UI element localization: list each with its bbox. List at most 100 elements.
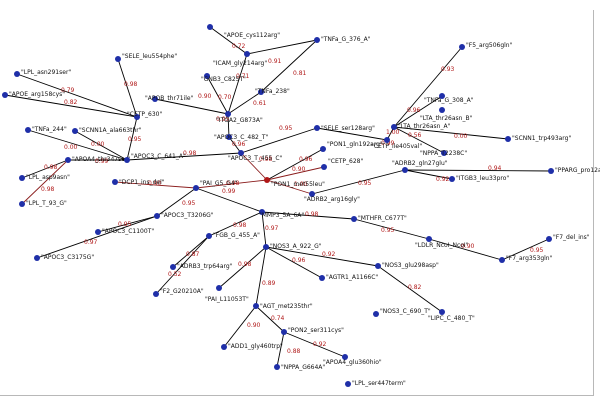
node-dot[interactable] [402,167,408,173]
node-dot[interactable] [19,201,25,207]
node-pai_g5g4[interactable]: "PAI_G5_G4" [193,180,238,191]
node-lta_thr[interactable]: "LTA_thr26asn_A" [391,123,451,130]
node-dot[interactable] [19,175,25,181]
node-dcp1[interactable]: "DCP1_ins_del" [112,179,165,186]
node-ldlr[interactable]: "LDLR_NcoI_NcoI" [415,236,469,249]
node-dot[interactable] [225,111,231,117]
node-cetp630[interactable]: "CETP_630" [127,111,162,120]
node-lpl_ser447[interactable]: "LPL_ser447term" [345,380,406,387]
node-apoc3_c3175[interactable]: "APOC3_C3175G" [34,254,94,261]
node-fgb[interactable]: "FGB_G_455_A" [206,232,260,239]
node-pon2[interactable]: "PON2_ser311cys" [281,327,344,335]
node-dot[interactable] [221,344,227,350]
node-dot[interactable] [505,136,511,142]
node-dot[interactable] [314,125,320,131]
node-dot[interactable] [499,257,505,263]
node-dot[interactable] [426,236,432,242]
node-dot[interactable] [216,285,222,291]
node-lpl_asp[interactable]: "LPL_asp9asn" [19,174,70,181]
node-dot[interactable] [351,216,357,222]
node-dot[interactable] [207,24,213,30]
node-dot[interactable] [314,37,320,43]
node-apoc3_c482[interactable]: "APOC3_C_482_T" [214,134,269,141]
node-sele_ser[interactable]: "SELE_ser128arg" [314,125,375,132]
node-tnfa244[interactable]: "TNFa_244" [25,126,67,133]
node-f7_del[interactable]: "F7_del_ins" [546,234,590,242]
node-apoa4_gln[interactable]: "APOA4_glu360hio" [323,354,382,366]
node-apoa4_thr[interactable]: "APOA4_thr347ser" [65,156,130,163]
node-dot[interactable] [319,275,325,281]
node-apoc3_c641[interactable]: "APOC3_C_641_A" [124,153,186,163]
node-agtr1[interactable]: "AGTR1_A1166C" [319,274,378,281]
node-lpl_asn[interactable]: "LPL_asn291ser" [14,69,71,77]
node-cetp_ile[interactable]: "CETP_ile405val" [371,137,422,150]
node-lipc[interactable]: "LIPC_C_480_T" [428,309,475,322]
node-dot[interactable] [124,157,130,163]
node-dot[interactable] [391,124,397,130]
node-dot[interactable] [274,364,280,370]
node-dot[interactable] [342,354,348,360]
node-dot[interactable] [170,264,176,270]
node-dot[interactable] [244,51,250,57]
node-lta_thr_b[interactable]: "LTA_thr26asn_B" [420,107,473,122]
node-dot[interactable] [384,137,390,143]
node-dot[interactable] [115,56,121,62]
node-dot[interactable] [258,89,264,95]
node-cetp628[interactable]: "CETP_628" [321,158,363,170]
node-scn1a_ala[interactable]: "SCNN1A_ala663thr" [72,127,142,134]
node-pparg[interactable]: "PPARG_pro12ala" [548,167,600,174]
node-dot[interactable] [25,127,31,133]
node-dot[interactable] [152,96,158,102]
node-mmp3[interactable]: "MMP3_5A_6A" [259,209,304,219]
node-sele_leu[interactable]: "SELE_leu554phe" [115,53,177,62]
node-apoc3_t455[interactable]: "APOC3_T_455_C" [228,150,283,162]
node-tnfa_g308[interactable]: "TNFa_G_308_A" [424,93,474,104]
node-dot[interactable] [546,236,552,242]
node-dot[interactable] [345,381,351,387]
node-f5[interactable]: "F5_arg506gln" [459,42,513,50]
node-dot[interactable] [112,179,118,185]
node-dot[interactable] [449,176,455,182]
node-dot[interactable] [226,134,232,140]
node-adrb2_arg[interactable]: "ADRB2_arg16gly" [304,191,360,203]
node-itga2[interactable]: "ITGA2_G873A" [216,111,263,124]
node-nos3_c690[interactable]: "NOS3_C_690_T" [373,308,431,317]
node-pai_l[interactable]: "PAI_L11053T" [205,285,249,303]
node-f2[interactable]: "F2_G20210A" [153,288,204,297]
node-apoe_cys[interactable]: "APOE_cys112arg" [207,24,280,39]
node-apob[interactable]: "APOB_thr71ile" [145,95,194,102]
node-adrb3[interactable]: "ADRB3_trp64arg" [170,263,233,270]
node-dot[interactable] [134,114,140,120]
node-lpl_t93[interactable]: "LPL_T_93_G" [19,200,67,207]
node-dot[interactable] [153,291,159,297]
node-apoe_arg[interactable]: "APOE_arg158cys" [2,91,65,98]
node-dot[interactable] [253,303,259,309]
node-scnn1_trp[interactable]: "SCNN1_trp493arg" [505,135,571,142]
node-tnfa_g376[interactable]: "TNFa_G_376_A" [314,36,371,43]
node-dot[interactable] [548,168,554,174]
node-dot[interactable] [441,150,447,156]
node-f7_arg[interactable]: "F7_arg353gln" [499,255,553,263]
node-mthfr[interactable]: "MTHFR_C677T" [351,215,407,222]
node-dot[interactable] [154,213,160,219]
node-itgb3[interactable]: "ITGB3_leu33pro" [449,175,509,182]
node-agt[interactable]: "AGT_met235thr" [253,303,313,310]
node-dot[interactable] [321,164,327,170]
node-icam[interactable]: "ICAM_gly214arg" [213,51,267,67]
node-nos3_glu[interactable]: "NOS3_glu298asp" [375,262,439,269]
node-dot[interactable] [2,92,8,98]
node-dot[interactable] [238,150,244,156]
node-dot[interactable] [309,191,315,197]
node-nppa_t2238[interactable]: "NPPA_T2238C" [420,150,467,157]
node-pon1_gln[interactable]: "PON1_gln192arg" [320,141,383,152]
node-dot[interactable] [439,93,445,99]
node-apoc3_c1100[interactable]: "APOC3_C1100T" [95,228,154,235]
node-dot[interactable] [375,263,381,269]
node-nos3_a922[interactable]: "NOS3_A_922_G" [263,243,322,250]
node-gnb3[interactable]: "GNB3_C825T" [201,73,246,83]
node-nppa_g664[interactable]: "NPPA_G664A" [274,364,325,371]
node-dot[interactable] [320,146,326,152]
node-dot[interactable] [65,157,71,163]
node-dot[interactable] [193,185,199,191]
node-dot[interactable] [281,329,287,335]
